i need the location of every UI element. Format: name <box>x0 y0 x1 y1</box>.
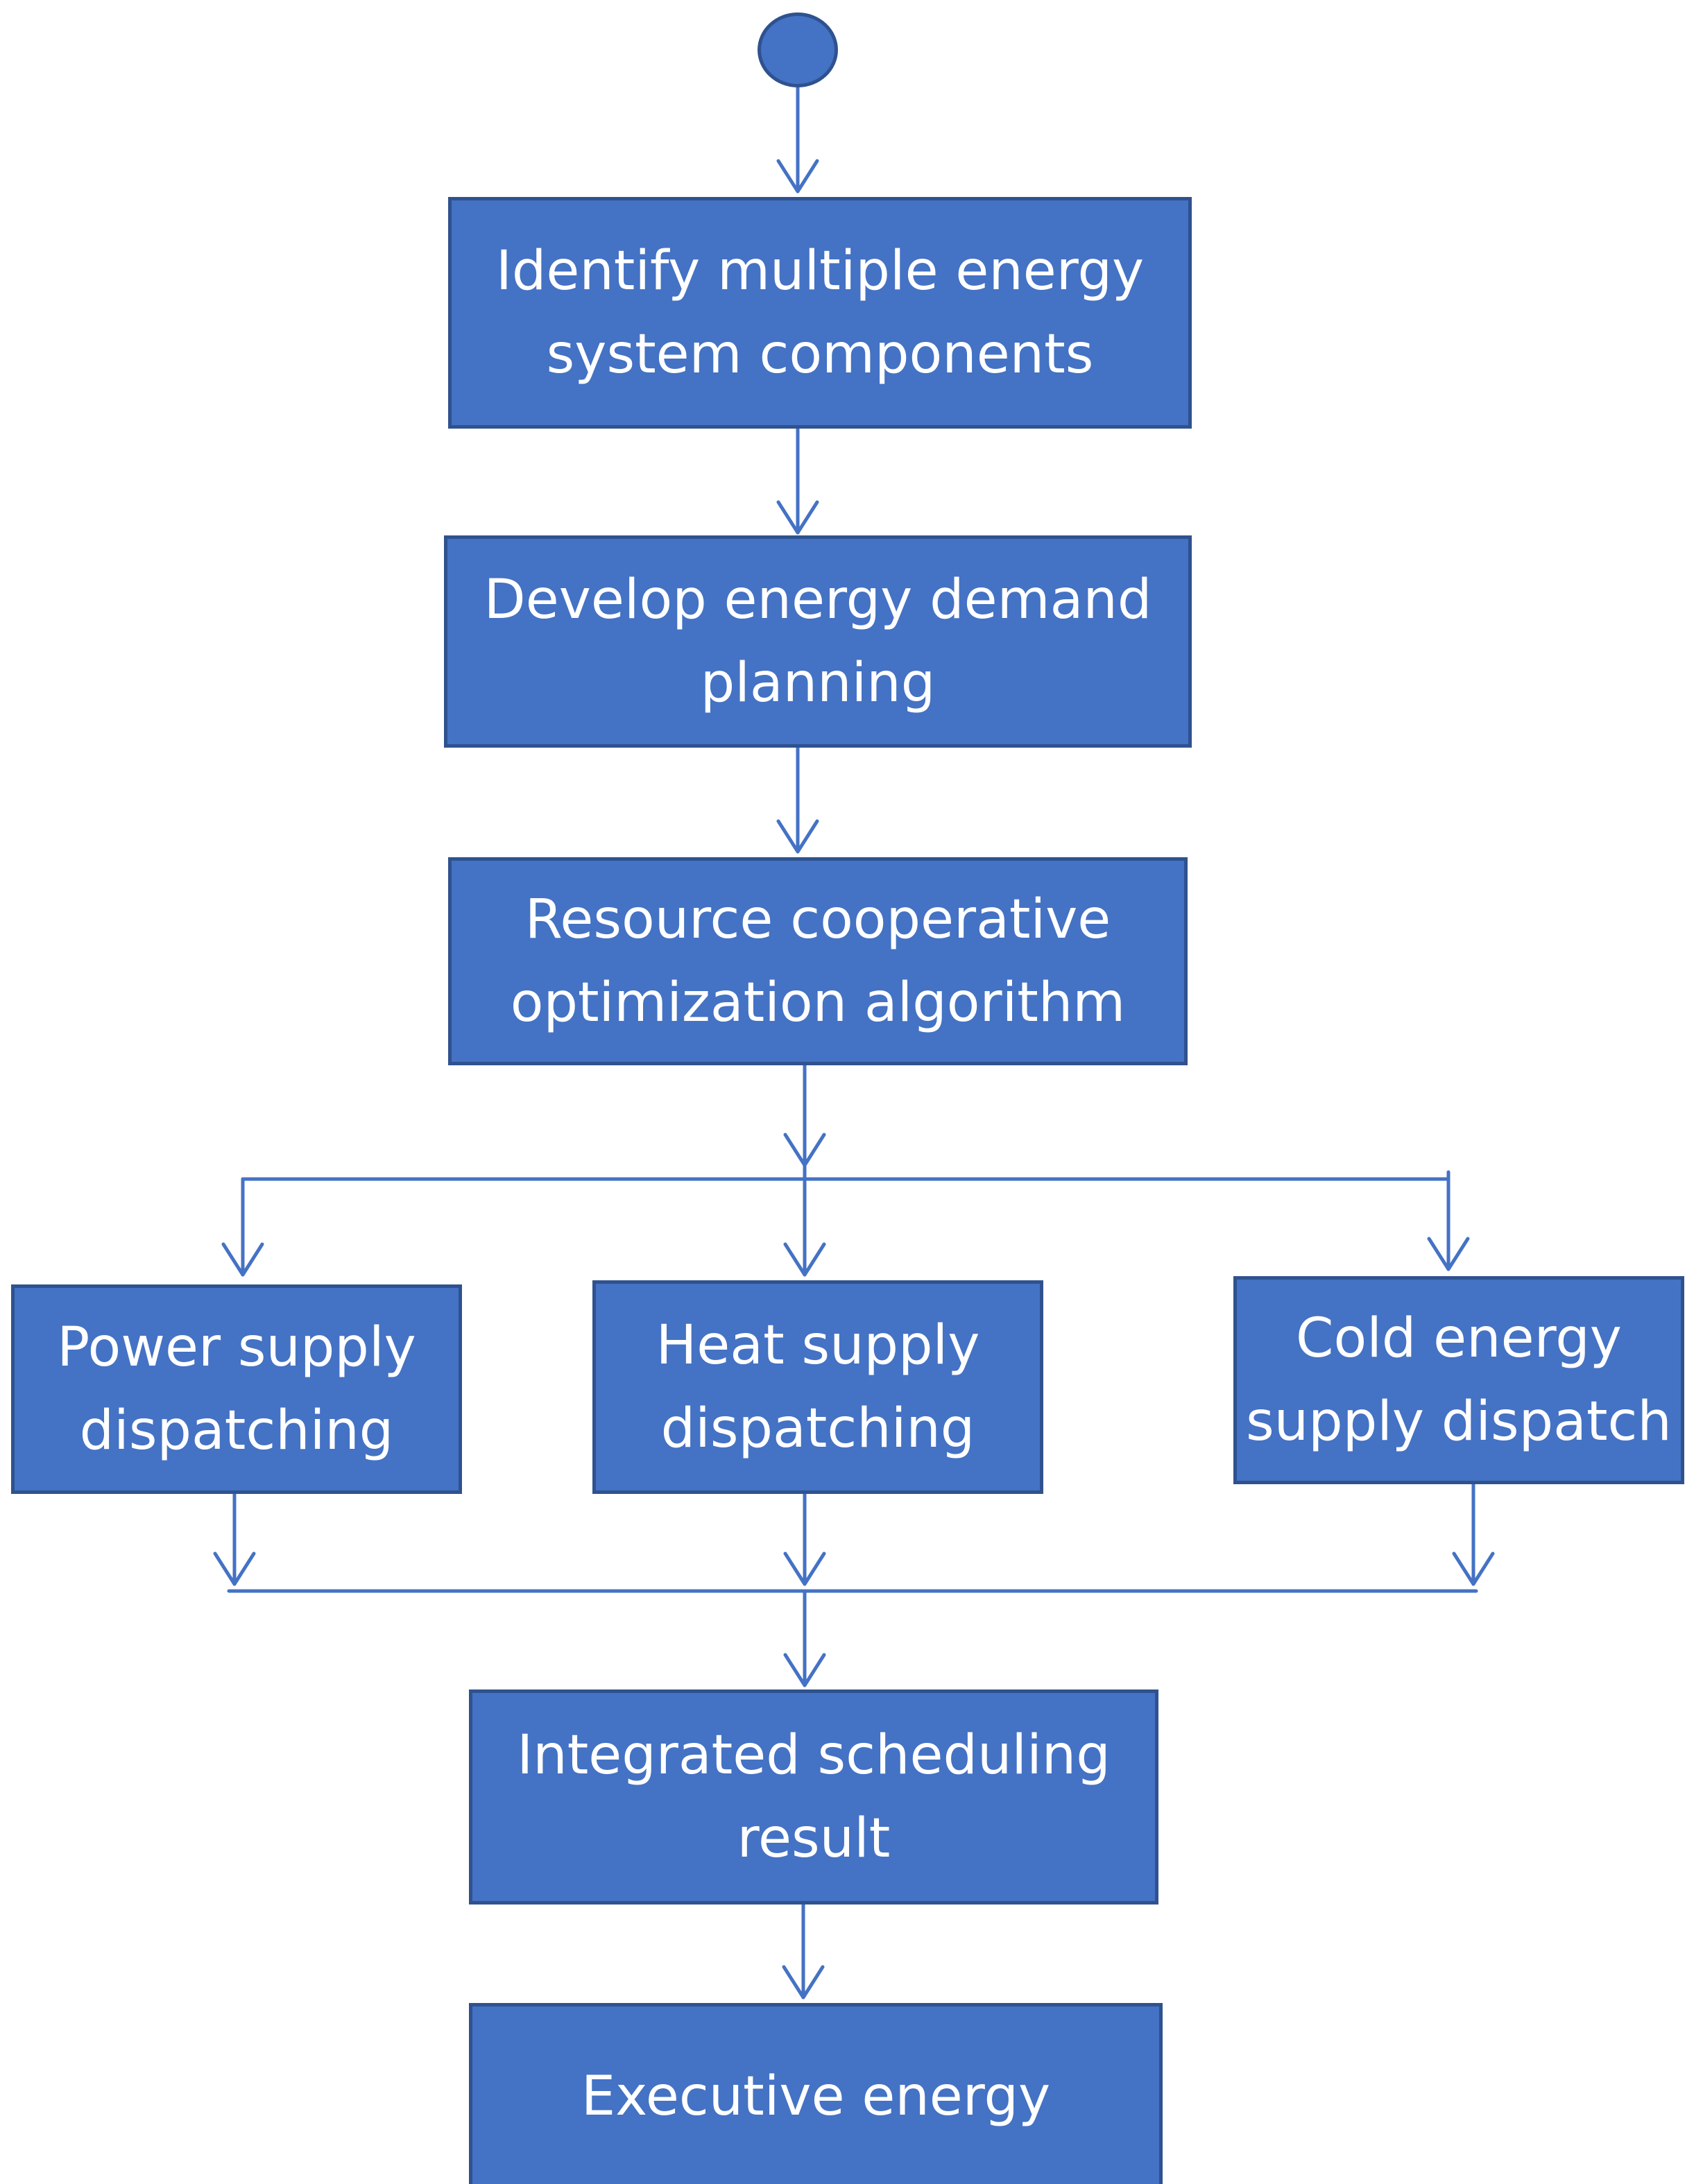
resource-label-line-2: optimization algorithm <box>510 972 1126 1034</box>
resource-label-line-1: Resource cooperative <box>524 888 1111 951</box>
heat-label-line-1: Heat supply <box>656 1314 980 1377</box>
develop-label-line-1: Develop energy demand <box>483 569 1152 631</box>
power-supply-dispatching-box: Power supply dispatching <box>11 1284 462 1494</box>
arrowhead-executive <box>782 1965 825 2000</box>
arrowhead-power <box>221 1242 264 1277</box>
cold-label-line-1: Cold energy <box>1296 1307 1622 1370</box>
arrowhead-cold <box>1427 1237 1470 1271</box>
identify-label-line-1: Identify multiple energy <box>495 240 1145 302</box>
integrated-label-line-2: result <box>737 1807 891 1870</box>
executive-label-line-1: Executive energy <box>581 2065 1051 2128</box>
cold-energy-supply-dispatch-box: Cold energy supply dispatch <box>1233 1276 1684 1484</box>
develop-label-line-2: planning <box>700 652 936 714</box>
cold-label-line-2: supply dispatch <box>1246 1391 1672 1453</box>
arrowhead-merge-heat <box>783 1551 826 1586</box>
arrowhead-resource <box>776 819 819 854</box>
arrowhead-heat <box>783 1242 826 1277</box>
arrowhead-merge-power <box>213 1551 256 1586</box>
power-label-line-1: Power supply <box>57 1316 416 1379</box>
executive-energy-box: Executive energy <box>469 2003 1163 2184</box>
identify-components-box: Identify multiple energy system componen… <box>448 197 1192 429</box>
identify-label-line-2: system components <box>546 323 1094 386</box>
start-node <box>758 12 838 87</box>
resource-optimization-box: Resource cooperative optimization algori… <box>448 857 1188 1065</box>
arrowhead-merge-cold <box>1452 1551 1495 1586</box>
integrated-scheduling-result-box: Integrated scheduling result <box>469 1689 1158 1904</box>
arrowhead-integrated <box>783 1653 826 1687</box>
integrated-label-line-1: Integrated scheduling <box>517 1724 1111 1787</box>
arrowhead-identify <box>776 159 819 194</box>
develop-demand-planning-box: Develop energy demand planning <box>444 535 1192 748</box>
power-label-line-2: dispatching <box>79 1400 394 1462</box>
arrowhead-develop <box>776 500 819 535</box>
heat-supply-dispatching-box: Heat supply dispatching <box>592 1280 1043 1494</box>
heat-label-line-2: dispatching <box>660 1398 975 1460</box>
